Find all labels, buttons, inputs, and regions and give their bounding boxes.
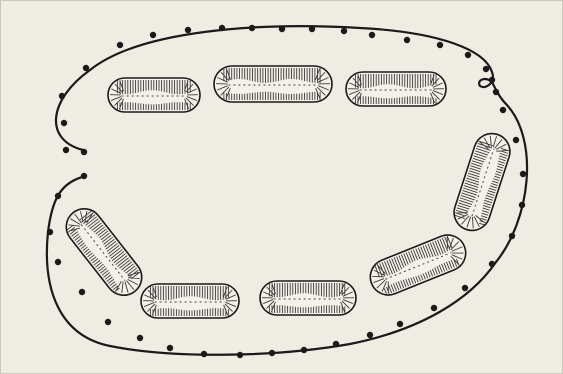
membrane-dot <box>397 321 403 327</box>
membrane-dot <box>519 202 525 208</box>
membrane-dot <box>431 305 437 311</box>
membrane-dot <box>404 37 410 43</box>
membrane-dot <box>341 28 347 34</box>
membrane-dot <box>513 137 519 143</box>
membrane-dot <box>500 107 506 113</box>
membrane-dot <box>47 229 53 235</box>
capsule-4 <box>449 129 514 235</box>
membrane-dot <box>369 32 375 38</box>
membrane-dot <box>61 120 67 126</box>
capsule-8 <box>260 281 356 315</box>
membrane-dot <box>59 93 65 99</box>
membrane-dot <box>117 42 123 48</box>
membrane-dot <box>279 26 285 32</box>
membrane-dot <box>55 259 61 265</box>
membrane-dot <box>437 42 443 48</box>
membrane-dot <box>150 32 156 38</box>
membrane-dot <box>489 261 495 267</box>
membrane-dot <box>462 285 468 291</box>
membrane-dot <box>167 345 173 351</box>
membrane-dot <box>309 26 315 32</box>
membrane-dot <box>81 149 87 155</box>
capsule-7 <box>141 284 239 318</box>
membrane-dot <box>520 171 526 177</box>
membrane-dot <box>237 352 243 358</box>
membrane-dot <box>137 335 143 341</box>
membrane-dot <box>81 173 87 179</box>
membrane-dot <box>105 319 111 325</box>
capsule-2 <box>214 66 332 102</box>
membrane-dot <box>249 25 255 31</box>
membrane-dot <box>493 89 499 95</box>
membrane-dot <box>483 66 489 72</box>
membrane-dot <box>301 347 307 353</box>
membrane-dot <box>185 27 191 33</box>
membrane-dot <box>509 233 515 239</box>
membrane-dot <box>201 351 207 357</box>
membrane-dot <box>367 332 373 338</box>
membrane-dot <box>269 350 275 356</box>
membrane-dot <box>83 65 89 71</box>
membrane-dot <box>465 52 471 58</box>
membrane-dot <box>79 289 85 295</box>
membrane-dot <box>55 193 61 199</box>
inner-capsules <box>59 66 515 318</box>
membrane-dot <box>219 25 225 31</box>
capsule-1 <box>108 78 200 112</box>
capsule-5 <box>365 230 471 301</box>
capsule-3 <box>346 72 446 106</box>
membrane-dot <box>63 147 69 153</box>
membrane-dot <box>489 77 495 83</box>
capsule-6 <box>59 202 149 303</box>
membrane-dot <box>333 341 339 347</box>
